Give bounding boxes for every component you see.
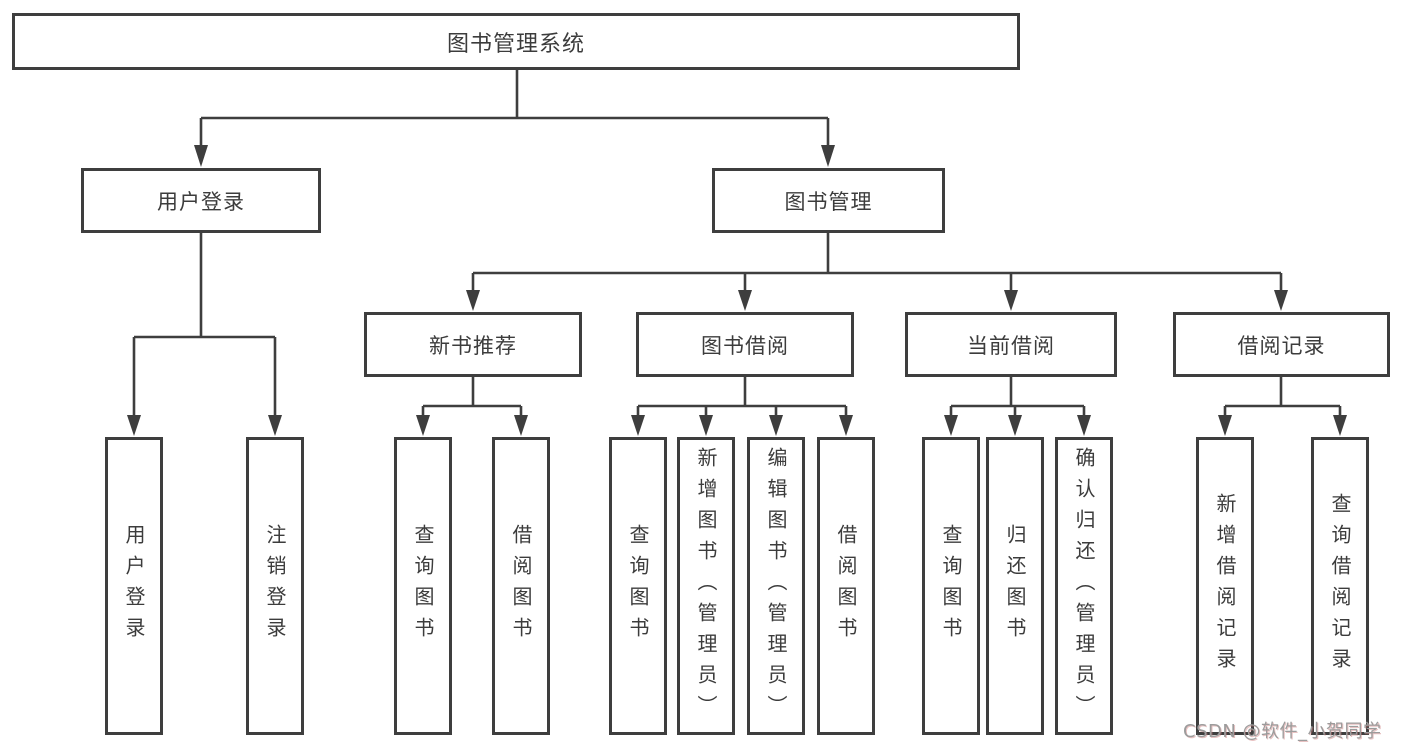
leaf-logout: 注销登录 <box>246 437 304 735</box>
leaf-user-login: 用户登录 <box>105 437 163 735</box>
leaf-query-borrow-record: 查询借阅记录 <box>1311 437 1369 735</box>
leaf-add-borrow-record: 新增借阅记录 <box>1196 437 1254 735</box>
node-borrow-records: 借阅记录 <box>1173 312 1390 377</box>
node-book-borrow: 图书借阅 <box>636 312 854 377</box>
leaf-query-books-borrow: 查询图书 <box>609 437 667 735</box>
leaf-borrow-books-recommend: 借阅图书 <box>492 437 550 735</box>
node-system-root: 图书管理系统 <box>12 13 1020 70</box>
csdn-watermark: CSDN @软件_小贺同学 <box>1183 721 1382 742</box>
leaf-add-books-admin: 新增图书（管理员） <box>677 437 735 735</box>
leaf-query-books-recommend: 查询图书 <box>394 437 452 735</box>
node-book-management: 图书管理 <box>712 168 945 233</box>
leaf-borrow-books: 借阅图书 <box>817 437 875 735</box>
leaf-return-books: 归还图书 <box>986 437 1044 735</box>
node-current-borrow: 当前借阅 <box>905 312 1117 377</box>
node-user-login: 用户登录 <box>81 168 321 233</box>
leaf-query-books-current: 查询图书 <box>922 437 980 735</box>
leaf-edit-books-admin: 编辑图书（管理员） <box>747 437 805 735</box>
leaf-confirm-return-admin: 确认归还（管理员） <box>1055 437 1113 735</box>
node-new-book-recommend: 新书推荐 <box>364 312 582 377</box>
